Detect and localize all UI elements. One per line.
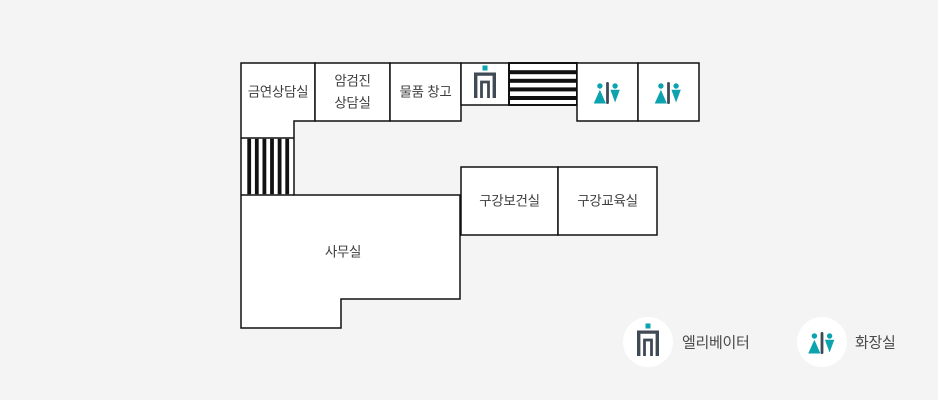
room-oral-education (557, 166, 658, 236)
room-oral-education-label: 구강교육실 (577, 194, 638, 209)
room-cancer-screening (314, 62, 391, 122)
legend: 엘리베이터 화장실 (623, 317, 896, 367)
room-storage (389, 62, 462, 122)
legend-restroom-label: 화장실 (855, 335, 896, 352)
legend-elevator-badge (623, 317, 673, 367)
room-cancer-screening-label-line2: 상담실 (334, 96, 370, 111)
room-oral-health (460, 166, 559, 236)
stairs-horizontal-hatch (508, 62, 578, 106)
room-oral-health-label: 구강보건실 (479, 194, 540, 209)
room-storage-label: 물품 창고 (400, 85, 452, 100)
room-cancer-screening-label-line1: 암검진 (334, 74, 370, 89)
room-smoking-counseling-label: 금연상담실 (248, 85, 309, 100)
room-office-label: 사무실 (325, 245, 361, 260)
legend-elevator-label: 엘리베이터 (682, 335, 750, 352)
stairs-vertical-hatch (241, 137, 294, 196)
